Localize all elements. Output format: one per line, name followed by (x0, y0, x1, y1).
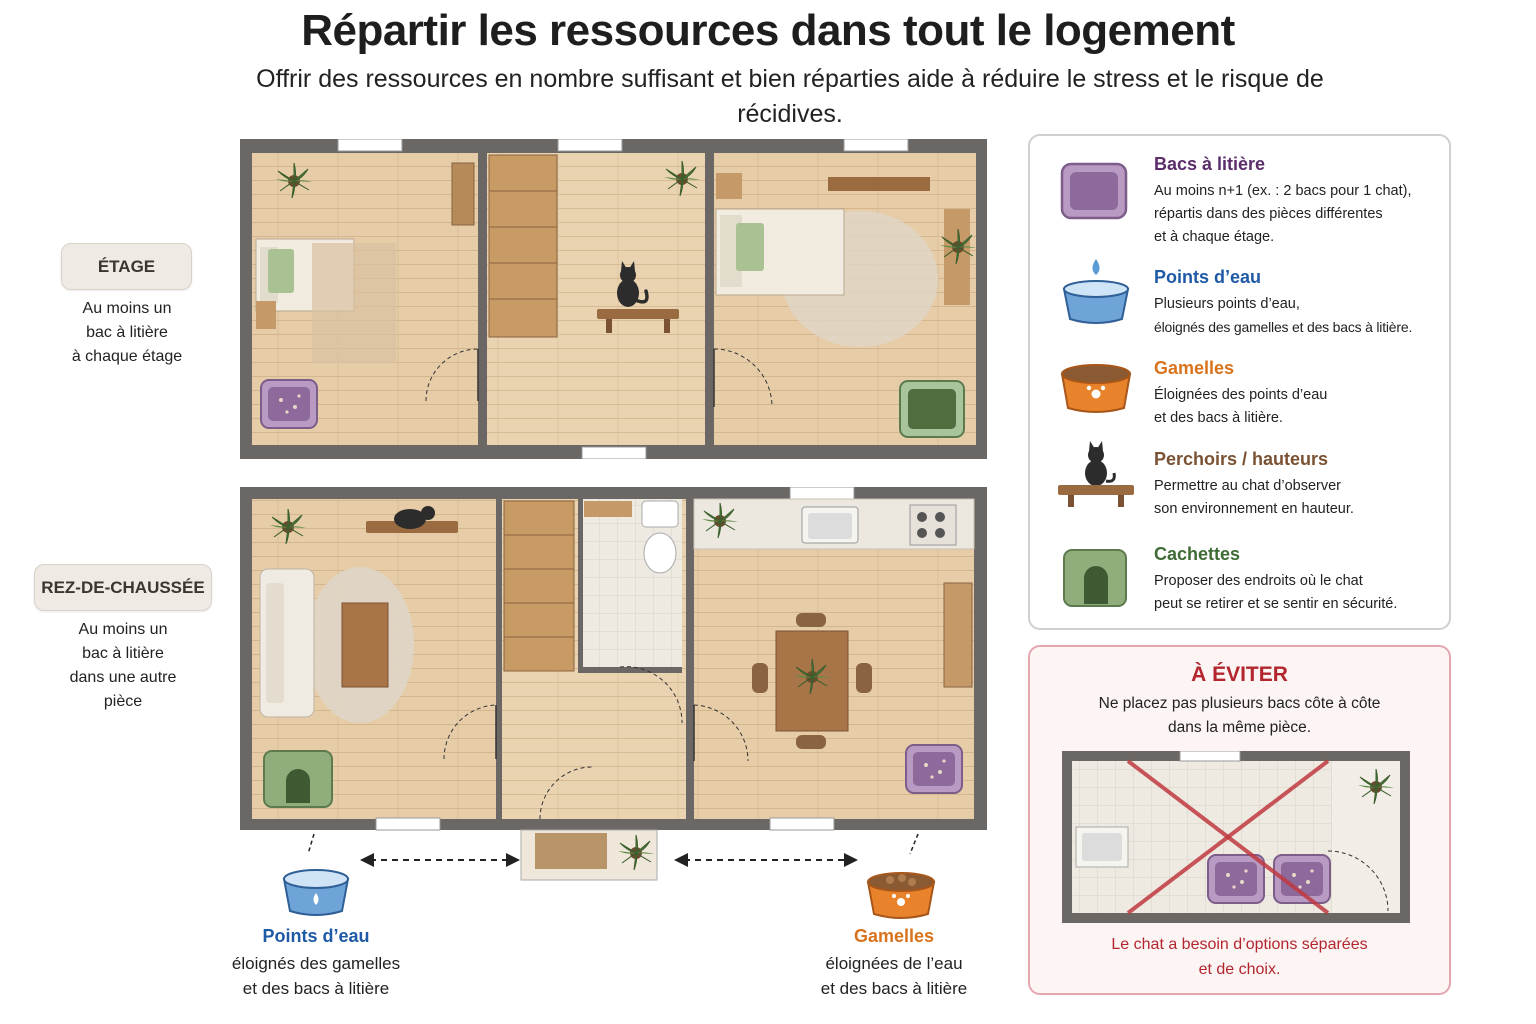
legend-line: Proposer des endroits où le chat (1154, 573, 1363, 589)
stairs-icon (503, 500, 575, 672)
legend-text: Plusieurs points d’eau, éloignés des gam… (1154, 293, 1449, 339)
litter-box-icon (905, 744, 963, 794)
legend-panel: Bacs à litière Au moins n+1 (ex. : 2 bac… (1028, 134, 1451, 630)
legend-line: peut se retirer et se sentir en sécurité… (1154, 596, 1398, 612)
litter-box-icon (260, 379, 318, 429)
legend-line: son environnement en hauteur. (1154, 501, 1354, 517)
callout-line: et des bacs à litière (820, 979, 968, 998)
sofa-icon (259, 568, 315, 718)
perch-icon (1058, 441, 1134, 507)
stairs-icon (488, 154, 558, 338)
legend-text: Permettre au chat d’observer son environ… (1154, 475, 1449, 521)
legend-text: Éloignées des points d’eau et des bacs à… (1154, 384, 1449, 430)
legend-line: et à chaque étage. (1154, 229, 1275, 245)
page-subtitle: Offrir des ressources en nombre suffisan… (256, 65, 1324, 128)
legend-line: éloignés des gamelles et des bacs à liti… (1154, 319, 1413, 335)
legend-line: et des bacs à litière. (1154, 410, 1283, 426)
sink-icon (801, 506, 859, 544)
cat-house-icon (263, 750, 333, 808)
sink-icon (1075, 826, 1129, 868)
ground-floor-plan (240, 487, 987, 883)
litter-box-icon (899, 380, 965, 438)
avoid-title: À ÉVITER (1191, 663, 1288, 686)
avoid-text: Ne placez pas plusieurs bacs côte à côte… (1050, 692, 1429, 740)
floor-note-line: Au moins un (78, 621, 168, 638)
water-bowl-icon (282, 869, 350, 916)
upper-floor-plan (240, 139, 987, 459)
food-bowl-icon (1060, 364, 1132, 413)
litter-box-icon (1060, 162, 1128, 220)
floor-note-line: bac à litière (86, 324, 168, 341)
food-bowl-icon (866, 872, 936, 919)
distance-arrows (307, 833, 919, 867)
avoid-panel: À ÉVITER Ne placez pas plusieurs bacs cô… (1028, 645, 1451, 995)
legend-line: Au moins n+1 (ex. : 2 bacs pour 1 chat), (1154, 183, 1412, 199)
legend-title: Points d’eau (1154, 267, 1262, 287)
legend-line: répartis dans des pièces différentes (1154, 206, 1383, 222)
water-bowl-icon (1062, 259, 1130, 324)
page-title: Répartir les ressources dans tout le log… (301, 6, 1235, 55)
floor-note-line: pièce (103, 693, 143, 710)
toilet-icon (641, 500, 679, 574)
callout-food-text: éloignées de l’eau et des bacs à litière (778, 951, 1010, 1001)
callout-line: éloignés des gamelles (231, 954, 401, 973)
floor-tag-ground: REZ-DE-CHAUSSÉE (34, 564, 212, 611)
legend-title: Cachettes (1154, 544, 1241, 564)
floor-note-line: bac à litière (82, 645, 164, 662)
legend-title: Gamelles (1154, 358, 1235, 378)
callout-line: éloignées de l’eau (825, 954, 963, 973)
legend-text: Au moins n+1 (ex. : 2 bacs pour 1 chat),… (1154, 180, 1449, 249)
legend-line: Plusieurs points d’eau, (1154, 296, 1300, 312)
callout-water-title: Points d’eau (262, 926, 370, 946)
floor-tag-upper: ÉTAGE (61, 243, 192, 290)
legend-text: Proposer des endroits où le chat peut se… (1154, 570, 1449, 616)
floor-note-upper: Au moins un bac à litière à chaque étage (40, 297, 214, 369)
legend-line: Permettre au chat d’observer (1154, 478, 1341, 494)
legend-title: Perchoirs / hauteurs (1154, 449, 1329, 469)
floor-note-line: Au moins un (82, 300, 172, 317)
perch-icon (597, 309, 679, 333)
floor-note-line: à chaque étage (71, 348, 183, 365)
cat-house-icon (1063, 549, 1127, 607)
avoid-line: dans la même pièce. (1167, 719, 1312, 736)
callout-food-title: Gamelles (853, 926, 935, 946)
litter-box-icon (1207, 854, 1265, 904)
bed-icon (715, 208, 845, 296)
stove-icon (909, 504, 957, 546)
table-icon (341, 602, 389, 688)
floor-note-line: dans une autre (69, 669, 177, 686)
callout-water-text: éloignés des gamelles et des bacs à liti… (200, 951, 432, 1001)
legend-title: Bacs à litière (1154, 154, 1266, 174)
floor-note-ground: Au moins un bac à litière dans une autre… (36, 618, 210, 714)
avoid-line: Ne placez pas plusieurs bacs côte à côte (1098, 695, 1381, 712)
legend-line: Éloignées des points d’eau (1154, 387, 1328, 403)
avoid-line: et de choix. (1198, 961, 1281, 978)
avoid-line: Le chat a besoin d’options séparées (1111, 936, 1368, 953)
avoid-illustration (1062, 751, 1410, 923)
callout-line: et des bacs à litière (242, 979, 390, 998)
avoid-bottom-text: Le chat a besoin d’options séparées et d… (1050, 932, 1429, 982)
